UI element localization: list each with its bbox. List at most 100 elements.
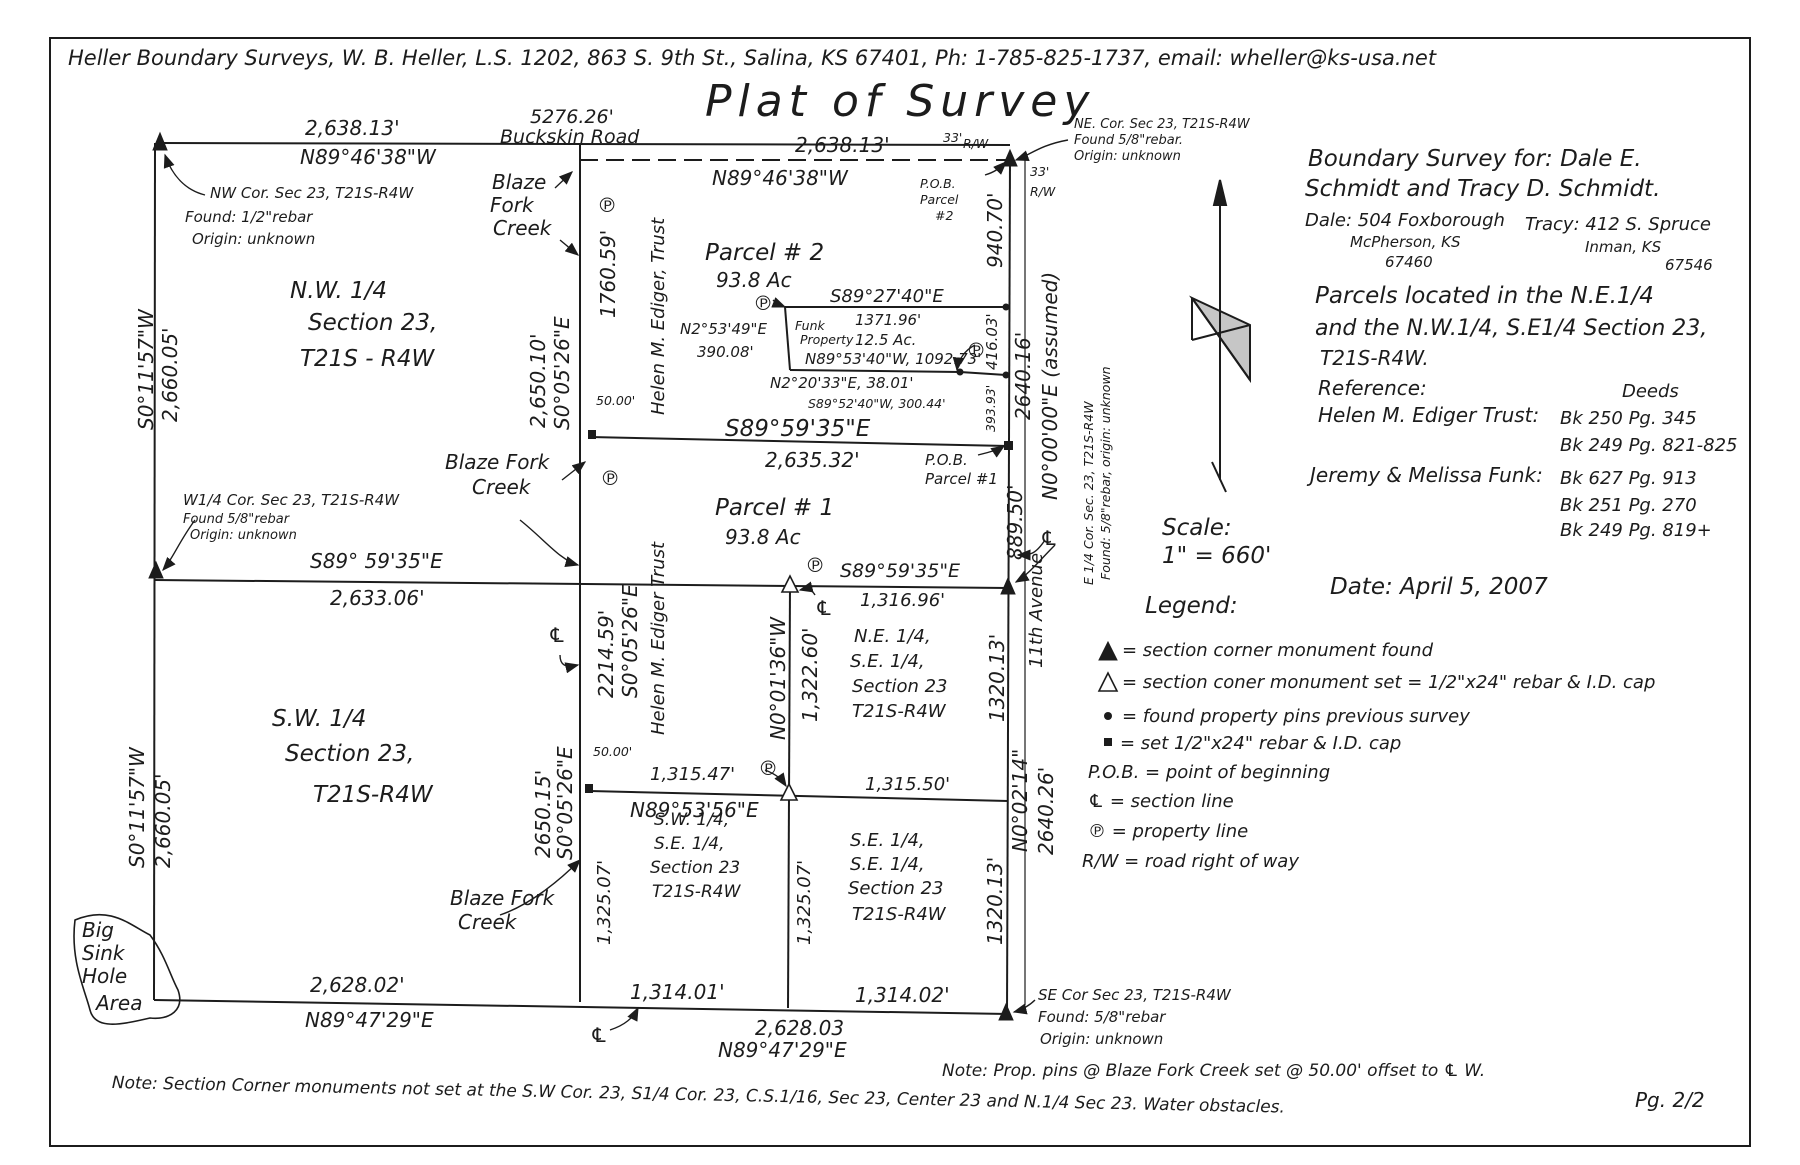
- ediger-lower-label: Helen M. Ediger Trust: [648, 541, 669, 735]
- funk-pl-symbol-2: ℗: [966, 338, 986, 362]
- legend-found-monument-symbol: [1098, 640, 1118, 661]
- w-quarter-monument: [148, 560, 164, 579]
- dale-address3: 67460: [1385, 253, 1433, 271]
- east-1320-lower: 1320.13': [983, 856, 1007, 945]
- funk-area: 12.5 Ac.: [855, 331, 917, 349]
- funk-west-line: [784, 306, 791, 371]
- west-mid-distance: 2,633.06': [330, 586, 425, 610]
- ne-se-distance: 1,316.96': [860, 590, 946, 611]
- funk-west-bearing: N2°53'49"E: [680, 320, 767, 338]
- se-se-quarter-line1: S.E. 1/4,: [850, 830, 925, 851]
- blaze-low-line1: Blaze Fork: [450, 886, 555, 910]
- mid-distance: 2,635.32': [765, 448, 860, 472]
- blaze-upper-line2: Fork: [490, 193, 534, 217]
- row-rw-right: R/W: [1030, 184, 1056, 199]
- nw-corner-line3: Origin: unknown: [192, 230, 316, 248]
- inner-distance: 1,322.60': [798, 627, 822, 722]
- bottom-total-bearing: N89°47'29"E: [718, 1038, 847, 1062]
- parcel2-label: Parcel # 2: [705, 240, 825, 266]
- south-cl-symbol: ℄: [590, 1023, 608, 1047]
- sw-township-label: T21S-R4W: [313, 782, 433, 808]
- east-distance-low: 2640.26': [1034, 766, 1058, 855]
- pob1-leader: [977, 445, 1006, 458]
- w-quarter-leader: [162, 519, 196, 572]
- funk-south2-line: [959, 371, 1007, 376]
- south-section-line: [153, 999, 1009, 1015]
- big-sink-line1: Big: [82, 918, 114, 942]
- funk-south-line: [789, 369, 961, 373]
- dale-address2: McPherson, KS: [1350, 233, 1461, 251]
- nw-township-label: T21S - R4W: [300, 346, 435, 372]
- page-number: Pg. 2/2: [1635, 1088, 1705, 1112]
- center-se-monument: [779, 782, 799, 801]
- company-line: Heller Boundary Surveys, W. B. Heller, L…: [68, 46, 1437, 70]
- offset-50-top: 50.00': [596, 393, 636, 408]
- ne-corner-line1: NE. Cor. Sec 23, T21S-R4W: [1074, 117, 1250, 132]
- client-line2: Schmidt and Tracy D. Schmidt.: [1305, 176, 1661, 202]
- offset-50-low: 50.00': [593, 744, 633, 759]
- row-33-top: 33': [943, 130, 963, 145]
- ne-se-pl-symbol: ℗: [805, 553, 825, 577]
- deeds-label: Deeds: [1622, 381, 1679, 402]
- legend-set-monument: = section coner monument set = 1/2"x24" …: [1122, 672, 1656, 693]
- blaze-mid-line2: Creek: [472, 475, 531, 499]
- west-distance-north: 2,660.05': [158, 327, 182, 422]
- pob2-line1: P.O.B.: [920, 176, 956, 191]
- big-sink-hole-outline: [73, 913, 181, 1025]
- east-total-distance: 2640.16': [1011, 331, 1035, 420]
- mid-west-distance: 2,650.10': [526, 333, 550, 428]
- legend-set-rebar-symbol: [1104, 738, 1112, 746]
- ne-corner-leader: [1014, 139, 1069, 162]
- south-cl-leader: [609, 1006, 639, 1031]
- road-name: Buckskin Road: [500, 126, 640, 148]
- blaze-upper-line3: Creek: [493, 216, 552, 240]
- west-mid-bearing: S89° 59'35"E: [310, 549, 443, 573]
- se-corner-line3: Origin: unknown: [1040, 1030, 1164, 1048]
- nw-corner-monument: [152, 131, 168, 151]
- west-bearing-south: S0°11'57"W: [125, 747, 149, 868]
- nw-corner-line1: NW Cor. Sec 23, T21S-R4W: [210, 184, 414, 202]
- blaze-mid-line1: Blaze Fork: [445, 450, 550, 474]
- legend-found-pins: = found property pins previous survey: [1122, 706, 1470, 727]
- legend-set-rebar: = set 1/2"x24" rebar & I.D. cap: [1120, 733, 1402, 754]
- funk-bottom-bearing: N89°53'40"W, 1092.73': [805, 350, 982, 368]
- top-right-bearing: N89°46'38"W: [712, 166, 848, 190]
- se-pl-leader: [798, 581, 816, 596]
- ref1-deed2: Bk 249 Pg. 821-825: [1560, 435, 1738, 456]
- ediger-upper-label: Helen M. Ediger, Trust: [648, 217, 669, 415]
- lower-west-distance: 2650.15': [531, 769, 555, 858]
- quarter-ew-line: [154, 579, 1009, 589]
- mid-pl-symbol: ℗: [600, 466, 620, 490]
- sw-se-bearing: N89°53'56"E: [630, 798, 759, 822]
- row-33-right: 33': [1030, 164, 1050, 179]
- parcel-split-line: [589, 436, 1009, 447]
- bottom-left-bearing: N89°47'29"E: [305, 1008, 434, 1032]
- ne-se-cl-symbol: ℄: [815, 596, 833, 620]
- blaze-creek-leader-2: [559, 239, 580, 256]
- parcels-line2: and the N.W.1/4, S.E1/4 Section 23,: [1315, 316, 1708, 341]
- funk-leader: [771, 297, 787, 308]
- bottom-right-distance: 1,314.02': [855, 983, 950, 1007]
- legend-property-line: ℗ = property line: [1088, 821, 1249, 842]
- nw-quarter-label: N.W. 1/4: [290, 278, 388, 304]
- big-sink-line2: Sink: [82, 941, 125, 965]
- blaze-low-line2: Creek: [458, 910, 517, 934]
- east-small-distance: 393.93': [983, 384, 998, 432]
- se-quarter-ew-line: [589, 790, 1009, 802]
- legend-found-pin-symbol: [1104, 712, 1112, 720]
- ref2-deed1: Bk 627 Pg. 913: [1560, 468, 1697, 489]
- legend-section-line: ℄ = section line: [1088, 791, 1234, 812]
- bottom-left-distance: 2,628.02': [310, 973, 405, 997]
- legend-found-monument: = section corner monument found: [1122, 640, 1434, 661]
- west-bearing-north: S0°11'57"W: [134, 309, 158, 430]
- pob1-line1: P.O.B.: [925, 451, 968, 469]
- east-total-bearing: N0°00'00"E (assumed): [1038, 271, 1062, 500]
- ne-corner-line3: Origin: unknown: [1074, 149, 1181, 164]
- legend-row: R/W = road right of way: [1082, 851, 1299, 872]
- inner-bearing: N0°01'36"W: [766, 616, 790, 740]
- bottom-total-distance: 2,628.03: [755, 1016, 845, 1040]
- legend-pob: P.O.B. = point of beginning: [1088, 762, 1331, 783]
- nw-corner-leader: [163, 153, 206, 196]
- note-prop-pins: Note: Prop. pins @ Blaze Fork Creek set …: [942, 1061, 1486, 1081]
